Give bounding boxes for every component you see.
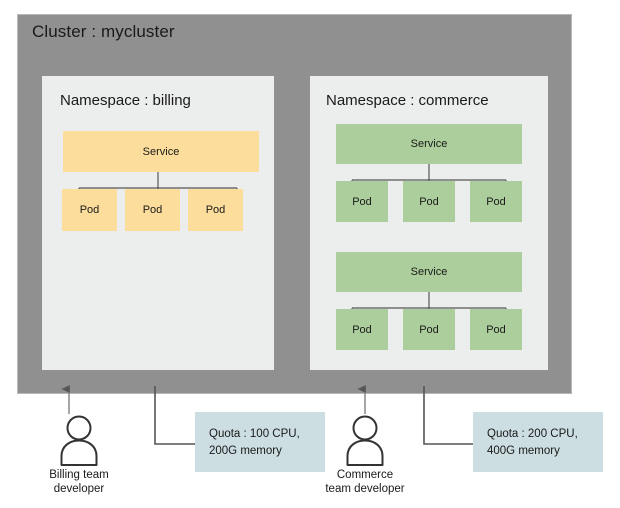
commerce-service-1: Service	[336, 124, 522, 164]
commerce-quota-box: Quota : 200 CPU, 400G memory	[473, 412, 603, 472]
namespace-billing-title: Namespace : billing	[60, 92, 191, 109]
namespace-commerce-title: Namespace : commerce	[326, 92, 489, 109]
billing-service-1: Service	[63, 131, 259, 172]
billing-pod-1: Pod	[62, 189, 117, 231]
commerce-g1-pod-2: Pod	[403, 181, 455, 222]
commerce-g1-pod-3: Pod	[470, 181, 522, 222]
namespace-commerce: Namespace : commerce Service Pod Pod Pod	[310, 76, 548, 370]
person-icon	[346, 415, 384, 466]
commerce-g1-pod-1: Pod	[336, 181, 388, 222]
billing-pod-2: Pod	[125, 189, 180, 231]
actor-billing-developer-label: Billing team developer	[19, 468, 139, 496]
billing-quota-connector	[154, 386, 199, 445]
namespace-billing: Namespace : billing Service Pod Pod Pod	[42, 76, 274, 370]
actor-commerce-developer: Commerce team developer	[305, 414, 425, 496]
commerce-quota-line-2: 400G memory	[487, 445, 560, 457]
commerce-quota-line-1: Quota : 200 CPU,	[487, 428, 578, 440]
billing-quota-line-1: Quota : 100 CPU,	[209, 428, 300, 440]
commerce-g2-pod-3: Pod	[470, 309, 522, 350]
actor-commerce-line-2: team developer	[325, 483, 405, 495]
actor-billing-developer: Billing team developer	[19, 414, 139, 496]
billing-quota-line-2: 200G memory	[209, 445, 282, 457]
actor-commerce-line-1: Commerce	[336, 469, 394, 481]
billing-pod-3: Pod	[188, 189, 243, 231]
actor-billing-line-1: Billing team	[49, 469, 109, 481]
commerce-g2-pod-1: Pod	[336, 309, 388, 350]
actor-commerce-developer-label: Commerce team developer	[305, 468, 425, 496]
commerce-service-2: Service	[336, 252, 522, 292]
commerce-g2-pod-2: Pod	[403, 309, 455, 350]
billing-quota-box: Quota : 100 CPU, 200G memory	[195, 412, 325, 472]
person-icon	[60, 415, 98, 466]
actor-billing-line-2: developer	[53, 483, 105, 495]
commerce-quota-connector	[423, 386, 477, 445]
cluster-title: Cluster : mycluster	[32, 22, 175, 41]
